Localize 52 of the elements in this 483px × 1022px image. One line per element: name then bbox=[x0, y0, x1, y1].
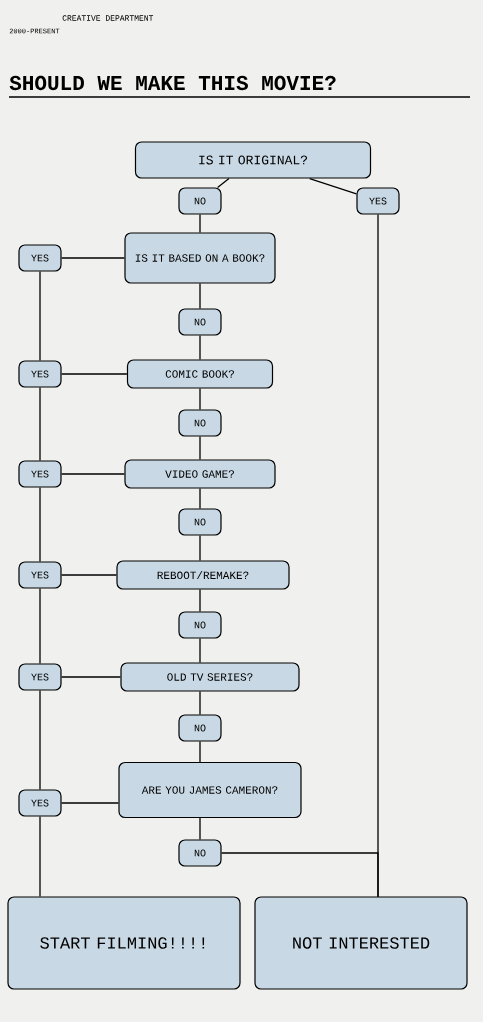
answer-box: YES bbox=[356, 187, 400, 215]
question-box: ARE YOU JAMES CAMERON? bbox=[118, 761, 302, 819]
connector-line bbox=[39, 815, 41, 898]
connector-line bbox=[199, 588, 201, 613]
header-text: CREATIVE DEPARTMENT bbox=[62, 15, 154, 21]
answer-box: YES bbox=[18, 789, 62, 817]
result-box: START FILMING!!!! bbox=[7, 896, 241, 990]
answer-box: YES bbox=[18, 663, 62, 691]
result-box: NOT INTERESTED bbox=[254, 896, 468, 990]
question-box: VIDEO GAME? bbox=[124, 459, 276, 489]
title: SHOULD WE MAKE THIS MOVIE? bbox=[9, 75, 336, 91]
connector-line bbox=[199, 817, 201, 841]
question-box: IS IT BASED ON A BOOK? bbox=[124, 232, 276, 284]
connector-line bbox=[39, 486, 41, 563]
answer-box: NO bbox=[178, 714, 222, 742]
connector-line bbox=[60, 257, 126, 259]
answer-box: YES bbox=[18, 360, 62, 388]
question-box: REBOOT/REMAKE? bbox=[116, 560, 290, 590]
connector-line bbox=[199, 387, 201, 411]
question-box: OLD TV SERIES? bbox=[120, 662, 300, 692]
connector-line bbox=[39, 386, 41, 462]
connector-line bbox=[39, 689, 41, 791]
answer-box: NO bbox=[178, 187, 222, 215]
answer-box: NO bbox=[178, 409, 222, 437]
answer-box: YES bbox=[18, 460, 62, 488]
connector-line bbox=[199, 282, 201, 310]
connector-line bbox=[39, 270, 41, 362]
answer-box: YES bbox=[18, 561, 62, 589]
connector-line bbox=[60, 373, 128, 375]
connector-line bbox=[199, 637, 201, 664]
connector-line bbox=[60, 802, 120, 804]
connector-line bbox=[220, 852, 379, 898]
connector-line bbox=[199, 213, 201, 234]
connector-line bbox=[39, 587, 41, 665]
connector-line bbox=[199, 435, 201, 461]
answer-box: YES bbox=[18, 244, 62, 272]
connector-line bbox=[199, 534, 201, 562]
connector-line bbox=[199, 690, 201, 716]
answer-box: NO bbox=[178, 508, 222, 536]
answer-box: NO bbox=[178, 611, 222, 639]
question-box: COMIC BOOK? bbox=[126, 359, 274, 389]
connector-line bbox=[199, 740, 201, 763]
connector-line bbox=[309, 177, 358, 195]
answer-box: NO bbox=[178, 308, 222, 336]
connector-line bbox=[60, 574, 118, 576]
question-box: IS IT ORIGINAL? bbox=[134, 141, 372, 179]
connector-line bbox=[60, 473, 126, 475]
connector-line bbox=[199, 334, 201, 361]
connector-line bbox=[199, 487, 201, 510]
connector-line bbox=[60, 676, 122, 678]
connector-line bbox=[216, 177, 230, 189]
answer-box: NO bbox=[178, 839, 222, 867]
